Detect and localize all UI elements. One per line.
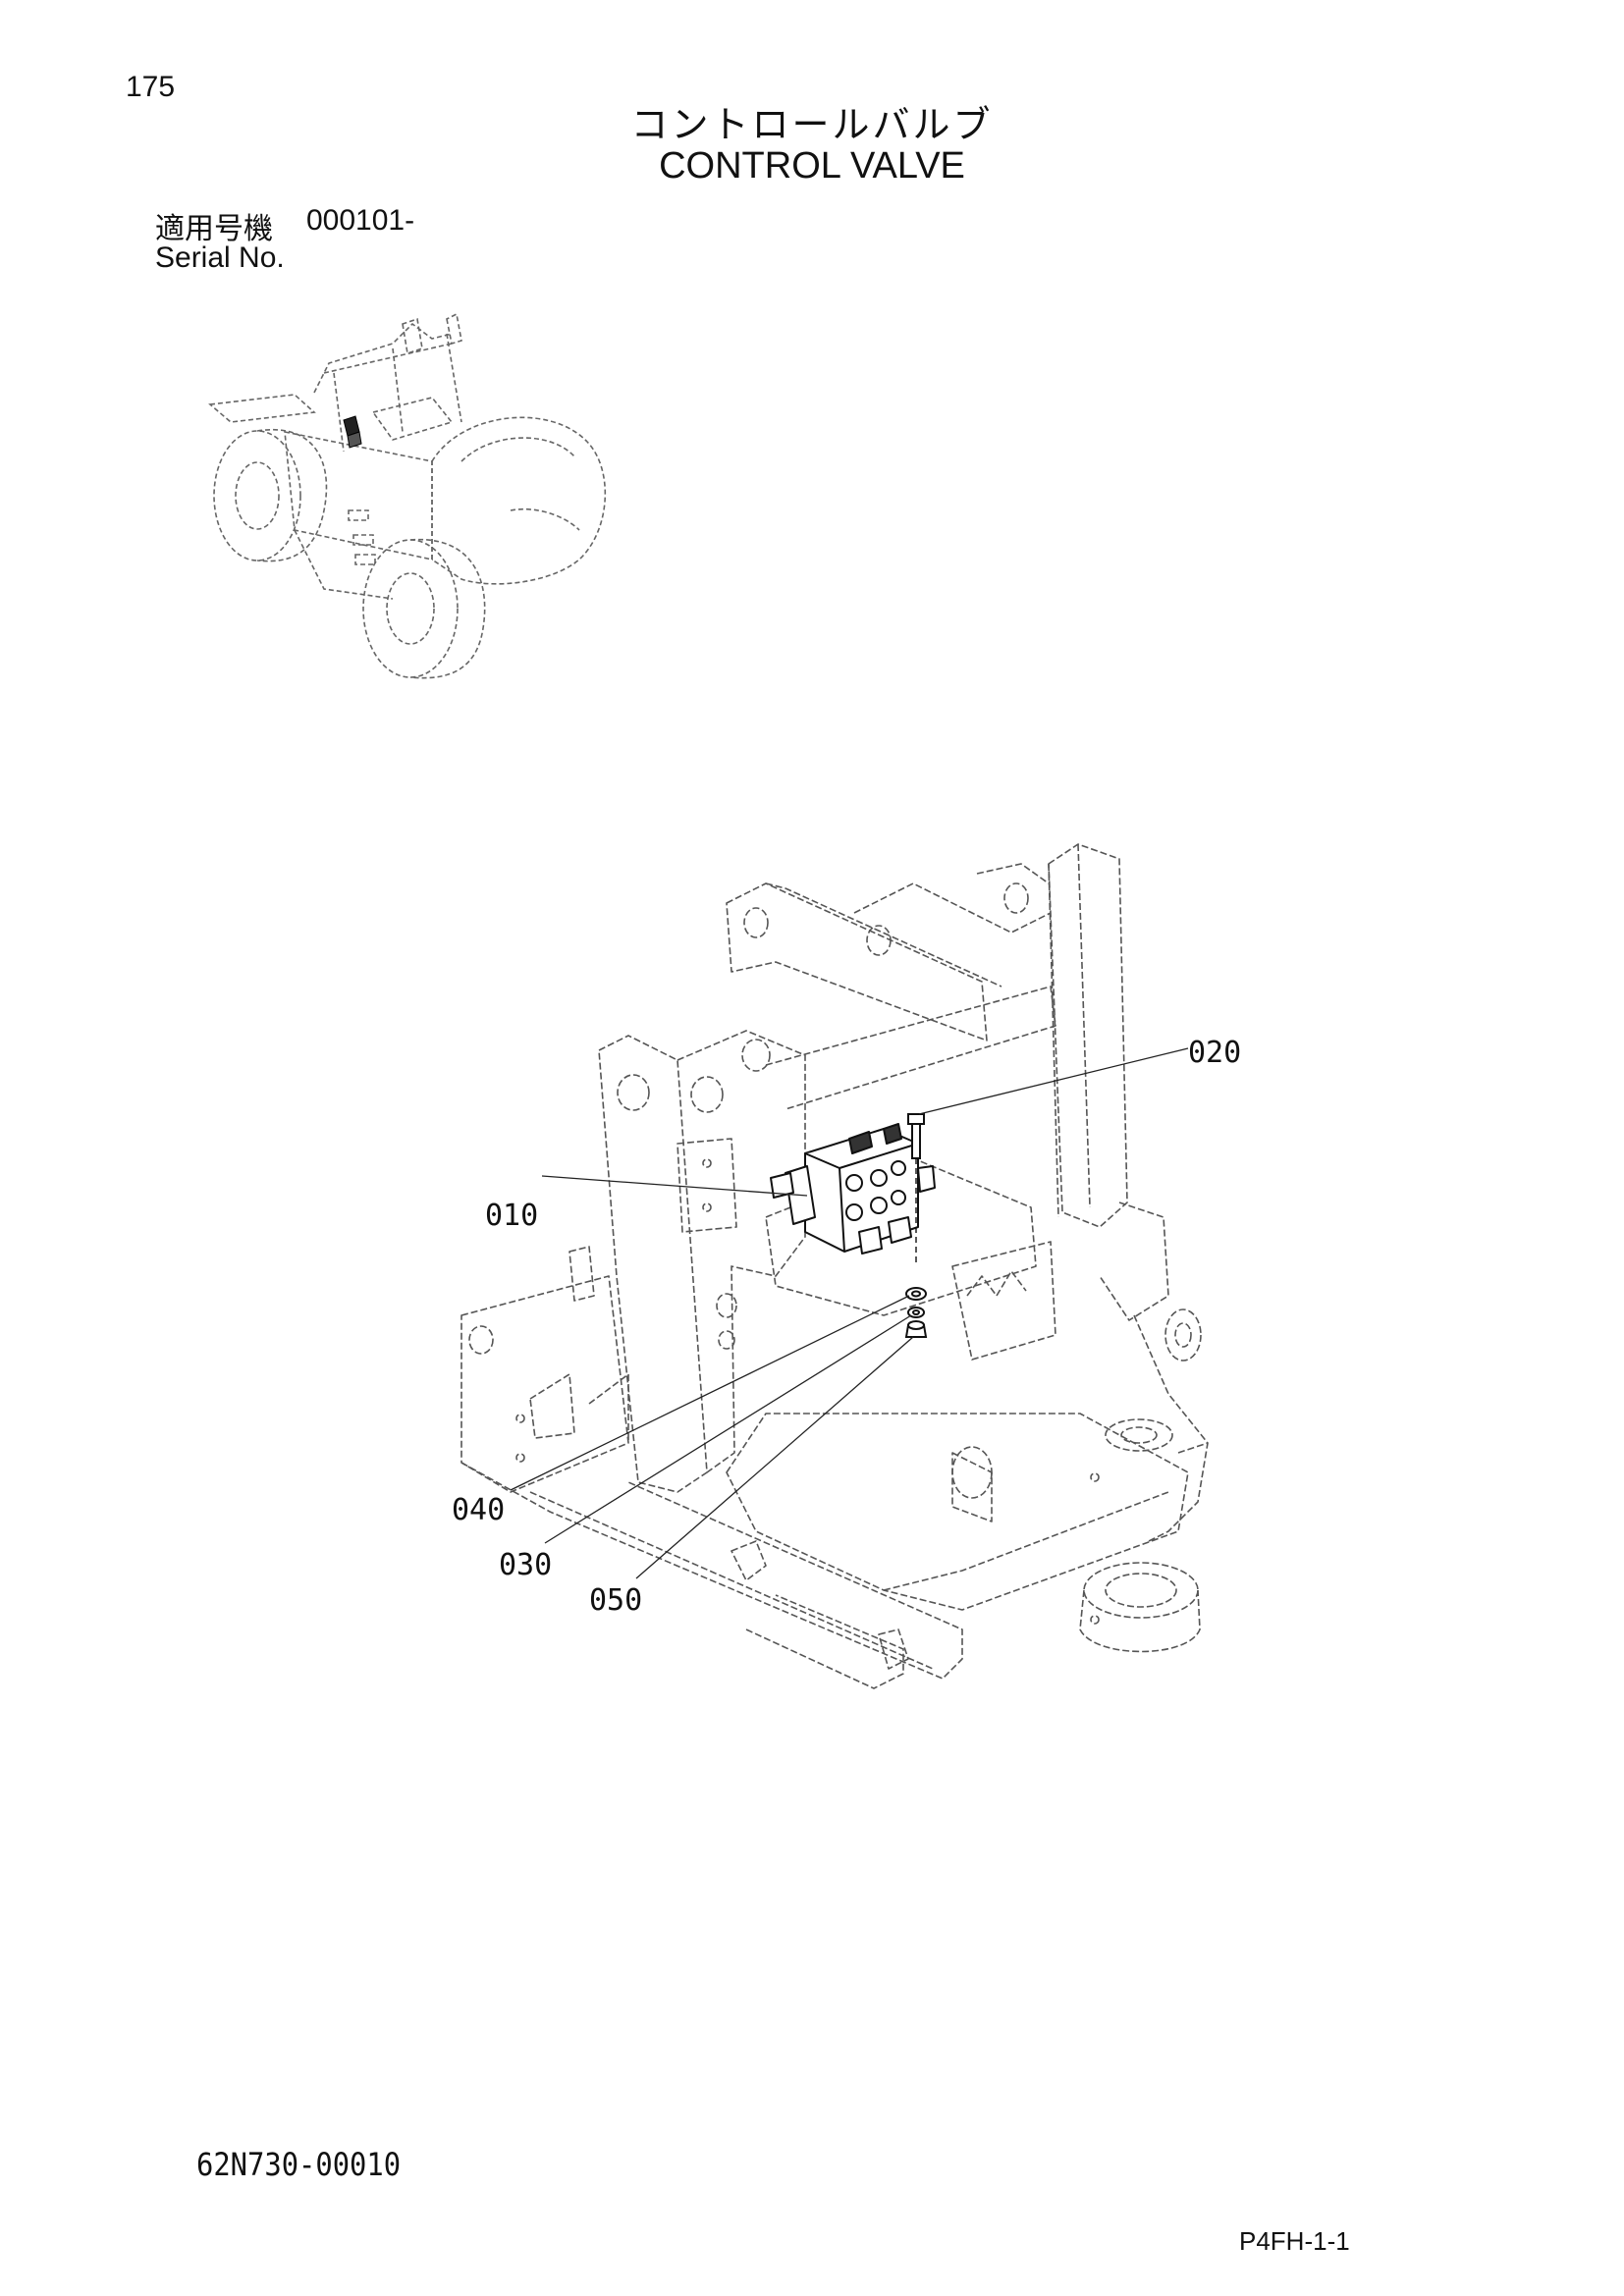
- callout-040: 040: [452, 1493, 505, 1527]
- leader-line-040: [510, 1295, 910, 1491]
- leader-line-030: [544, 1314, 912, 1544]
- frame-mount-right: [1164, 1308, 1202, 1362]
- frame-pivot-ring-bottom: [1083, 1562, 1199, 1619]
- frame-left-plate-inner: [677, 1030, 806, 1473]
- frame-right-support: [1099, 1201, 1169, 1321]
- nut-050-part: [904, 1320, 928, 1338]
- frame-cross-beam: [765, 986, 1056, 1110]
- overview-roll-frame: [313, 322, 453, 394]
- figure-code: P4FH-1-1: [1239, 2226, 1350, 2256]
- page-title-english: CONTROL VALVE: [659, 145, 965, 187]
- overview-chassis: [284, 431, 433, 561]
- frame-pivot-ring-top: [1105, 1418, 1173, 1452]
- serial-label-english: Serial No.: [155, 241, 285, 274]
- control-valve-part: [770, 1123, 936, 1255]
- frame-left-plate-outer: [598, 1035, 708, 1493]
- frame-lower-bolt-a: [731, 1540, 767, 1581]
- overview-hood: [431, 416, 607, 585]
- overview-valve-highlight: [343, 415, 362, 449]
- frame-base-plate: [726, 1413, 1189, 1611]
- callout-010: 010: [485, 1199, 538, 1233]
- callout-030: 030: [499, 1548, 552, 1582]
- diagram-code: 62N730-00010: [196, 2146, 402, 2183]
- serial-label-japanese: 適用号機: [155, 212, 273, 246]
- page-number: 175: [126, 71, 176, 103]
- callout-050: 050: [589, 1583, 642, 1618]
- lock-washer-030-part: [907, 1307, 925, 1318]
- serial-number-value: 000101-: [306, 204, 415, 237]
- leader-line-010: [541, 1175, 808, 1197]
- washer-040-part: [905, 1287, 927, 1301]
- frame-mount-center: [951, 1446, 993, 1499]
- leader-line-020: [918, 1047, 1189, 1115]
- frame-base-beam: [460, 1462, 963, 1680]
- frame-lower-bolt-b: [878, 1629, 909, 1670]
- leader-line-050: [635, 1336, 914, 1579]
- bolt-020-part: [907, 1113, 925, 1266]
- overview-rear-wheel: [213, 430, 301, 561]
- callout-020: 020: [1188, 1036, 1241, 1070]
- page-title-japanese: コントロールバルブ: [630, 103, 994, 146]
- frame-left-foot: [460, 1275, 629, 1493]
